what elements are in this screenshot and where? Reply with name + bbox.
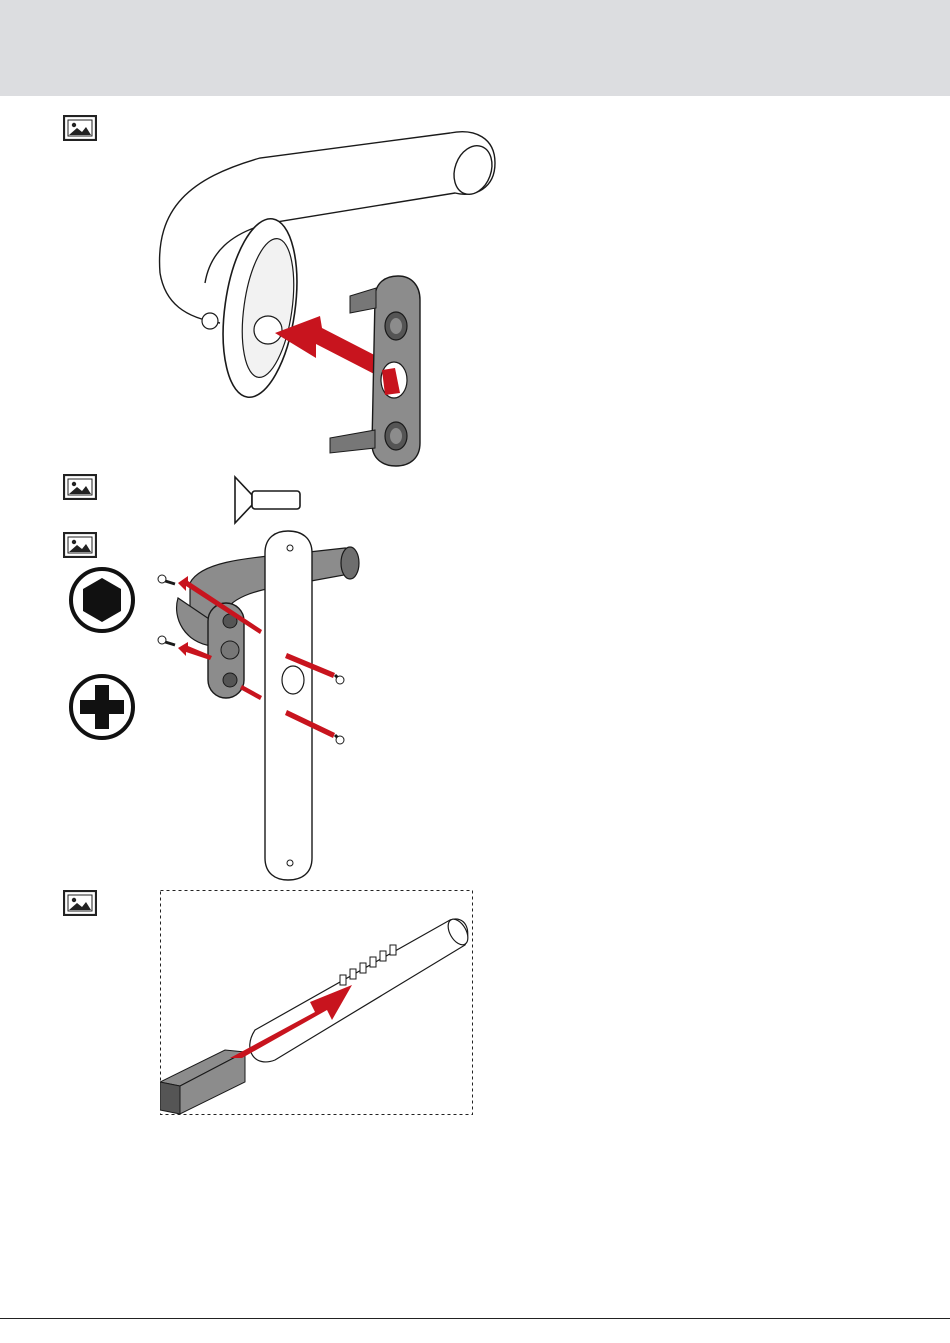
plate-mounting-illustration (150, 528, 365, 888)
phillips-screwdriver-icon (68, 673, 136, 741)
header-band (0, 0, 950, 96)
image-placeholder-icon (63, 115, 97, 141)
rosette-insertion-illustration (150, 108, 510, 473)
image-placeholder-icon (63, 532, 97, 558)
countersunk-screw-illustration (232, 475, 304, 525)
spindle-insertion-illustration (160, 890, 473, 1115)
image-placeholder-icon (63, 890, 97, 916)
hex-key-icon (68, 566, 136, 634)
footer-rule (0, 1318, 950, 1319)
image-placeholder-icon (63, 474, 97, 500)
